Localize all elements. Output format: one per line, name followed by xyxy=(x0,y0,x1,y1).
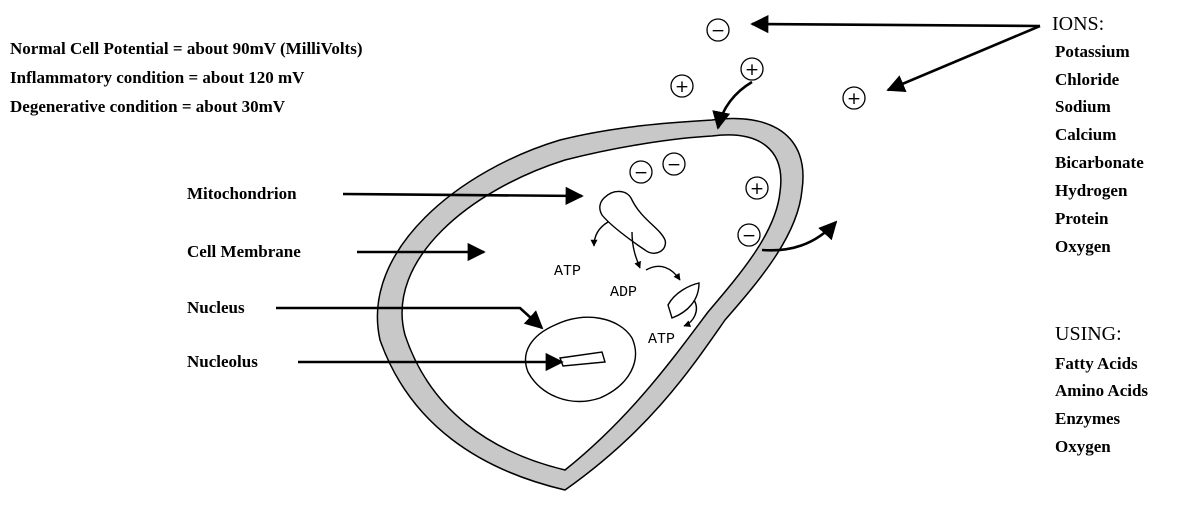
negative-ion: − xyxy=(706,18,730,42)
mitochondrion-small-shape xyxy=(667,282,700,319)
adp-arrow xyxy=(645,265,681,281)
ion-item: Protein xyxy=(1055,209,1109,228)
ion-item: Potassium xyxy=(1055,42,1130,61)
atp-left-arrow xyxy=(590,221,609,247)
atp-right-label: ATP xyxy=(648,331,675,348)
cell xyxy=(376,117,804,491)
ions-arrow-lower xyxy=(886,24,1041,93)
nucleolus-label: Nucleolus xyxy=(187,352,258,371)
mitochondria xyxy=(599,190,700,319)
ion-outflow-arrow xyxy=(761,220,838,252)
inflammatory-potential-text: Inflammatory condition = about 120 mV xyxy=(10,68,305,87)
mitochondrion-shape xyxy=(599,190,667,254)
ions-list: IONS: Potassium Chloride Sodium Calcium … xyxy=(1052,13,1144,256)
nucleus-arrow xyxy=(276,306,544,330)
svg-text:−: − xyxy=(711,21,725,41)
svg-text:−: − xyxy=(667,155,681,175)
using-heading: USING: xyxy=(1055,323,1122,345)
mitochondrion-arrow xyxy=(342,186,584,205)
svg-text:+: + xyxy=(675,77,689,97)
energy-arrows xyxy=(590,221,698,327)
adp-label: ADP xyxy=(610,284,637,301)
svg-text:+: + xyxy=(750,179,764,199)
positive-ion: + xyxy=(670,74,694,98)
svg-text:+: + xyxy=(745,60,759,80)
svg-text:+: + xyxy=(847,89,861,109)
nucleus xyxy=(524,316,637,403)
using-item: Amino Acids xyxy=(1055,381,1148,400)
positive-ion: + xyxy=(740,57,764,81)
ion-item: Oxygen xyxy=(1055,237,1111,256)
potential-notes: Normal Cell Potential = about 90mV (Mill… xyxy=(10,39,363,116)
positive-ion: + xyxy=(842,86,866,110)
svg-text:−: − xyxy=(742,226,756,246)
mito-to-adp-arrow xyxy=(631,231,641,269)
ion-item: Bicarbonate xyxy=(1055,153,1144,172)
negative-ion: − xyxy=(737,223,761,247)
cell-membrane-inner xyxy=(401,134,782,471)
negative-ion: − xyxy=(662,152,686,176)
atp-left-label: ATP xyxy=(554,263,581,280)
ions: − + + + − − + − xyxy=(629,18,866,247)
ion-item: Hydrogen xyxy=(1055,181,1128,200)
mitochondrion-label: Mitochondrion xyxy=(187,184,297,203)
ion-inflow-arrow xyxy=(712,80,753,130)
using-item: Enzymes xyxy=(1055,409,1121,428)
structure-pointers xyxy=(276,186,584,372)
ions-arrow-top xyxy=(750,15,1041,34)
nucleus-label: Nucleus xyxy=(187,298,245,317)
atp-right-arrow xyxy=(683,299,698,327)
positive-ion: + xyxy=(745,176,769,200)
using-item: Oxygen xyxy=(1055,437,1111,456)
cell-membrane-label: Cell Membrane xyxy=(187,242,301,261)
ion-item: Sodium xyxy=(1055,97,1111,116)
negative-ion: − xyxy=(629,160,653,184)
ions-pointers xyxy=(750,15,1041,93)
ion-item: Calcium xyxy=(1055,125,1116,144)
svg-text:−: − xyxy=(634,163,648,183)
ion-movement xyxy=(712,80,838,252)
ions-heading: IONS: xyxy=(1052,13,1104,35)
degenerative-potential-text: Degenerative condition = about 30mV xyxy=(10,97,286,116)
using-list: USING: Fatty Acids Amino Acids Enzymes O… xyxy=(1055,323,1148,456)
normal-potential-text: Normal Cell Potential = about 90mV (Mill… xyxy=(10,39,363,58)
ion-item: Chloride xyxy=(1055,70,1120,89)
using-item: Fatty Acids xyxy=(1055,354,1138,373)
